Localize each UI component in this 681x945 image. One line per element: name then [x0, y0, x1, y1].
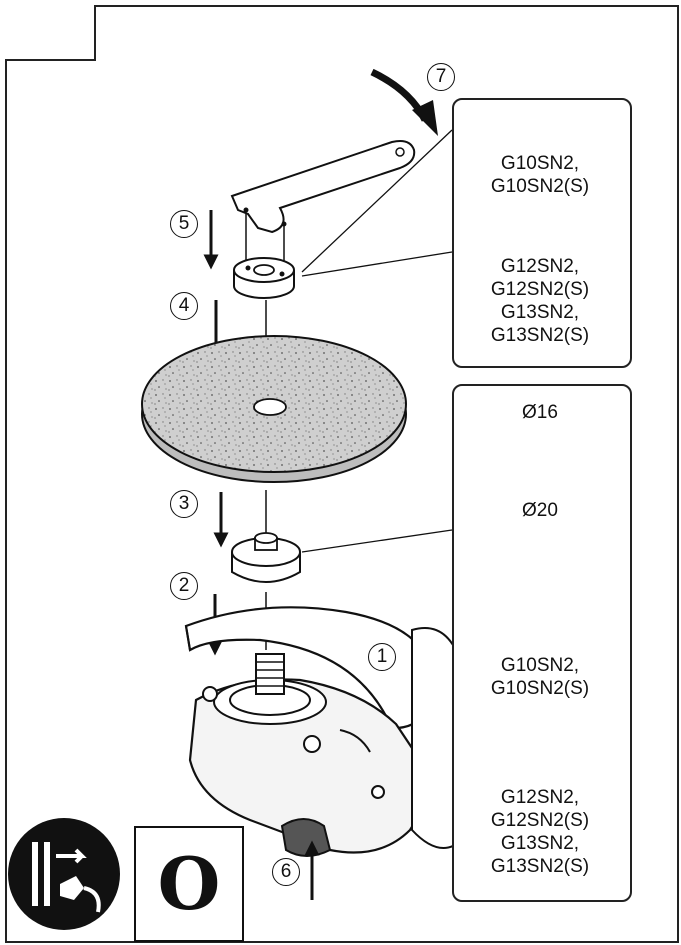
step-1-marker: 1: [368, 643, 396, 671]
bottom-model-a-line1: G10SN2,: [500, 655, 580, 676]
page-frame: [5, 5, 679, 943]
lock-symbol-box: O: [134, 826, 244, 942]
unplug-warning-icon: [8, 818, 120, 930]
lock-nut: [233, 257, 295, 299]
step-7-marker: 7: [427, 63, 455, 91]
top-model-b-line1: G12SN2,: [500, 256, 580, 277]
dimension-outer-label: Ø20: [522, 500, 558, 521]
bottom-model-a-line2: G10SN2(S): [490, 678, 590, 699]
step-5-marker: 5: [170, 210, 198, 238]
step-6-marker: 6: [272, 858, 300, 886]
bottom-model-b-line4: G13SN2(S): [490, 856, 590, 877]
bottom-model-b-line1: G12SN2,: [500, 787, 580, 808]
top-model-b-line4: G13SN2(S): [490, 325, 590, 346]
step-4-marker: 4: [170, 292, 198, 320]
bottom-washer-panel: [452, 384, 632, 902]
grinding-wheel: [141, 335, 407, 483]
top-model-a-line1: G10SN2,: [500, 153, 580, 174]
top-model-a-line2: G10SN2(S): [490, 176, 590, 197]
top-model-b-line3: G13SN2,: [500, 302, 580, 323]
grinder-body: [184, 606, 464, 857]
dimension-inner-label: Ø16: [522, 402, 558, 423]
lock-symbol-letter: O: [157, 841, 221, 926]
step-2-marker: 2: [170, 572, 198, 600]
bottom-model-b-line2: G12SN2(S): [490, 810, 590, 831]
top-nut-panel: [452, 98, 632, 368]
wheel-washer: [231, 532, 301, 583]
step-3-marker: 3: [170, 490, 198, 518]
top-model-b-line2: G12SN2(S): [490, 279, 590, 300]
bottom-model-b-line3: G13SN2,: [500, 833, 580, 854]
